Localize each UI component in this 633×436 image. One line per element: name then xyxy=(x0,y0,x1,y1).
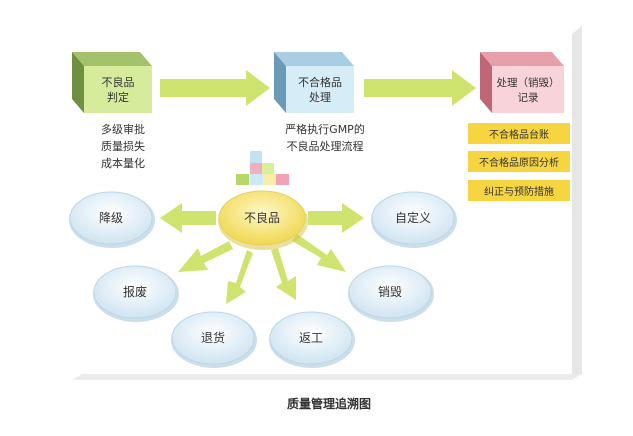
record-label-bg-3 xyxy=(468,180,570,201)
note-process-1: 严格执行GMP的 xyxy=(285,122,365,136)
record-labels: 不合格品台账 不合格品原因分析 纠正与预防措施 xyxy=(468,123,570,201)
node-custom-label: 自定义 xyxy=(395,210,431,225)
note-judge-1: 多级审批 xyxy=(101,122,145,136)
arrow-to-custom xyxy=(308,203,364,233)
record-label-2: 不合格品原因分析 xyxy=(479,156,559,169)
note-judge-2: 质量损失 xyxy=(101,139,145,153)
arrow-to-destroy xyxy=(292,234,346,272)
node-return-label: 退货 xyxy=(201,330,225,345)
diagram-caption: 质量管理追溯图 xyxy=(287,396,371,411)
record-label-3: 纠正与预防措施 xyxy=(484,185,554,198)
node-scrap-label: 报废 xyxy=(123,284,147,299)
backdrop-panel xyxy=(72,26,582,380)
arrow-to-downgrade xyxy=(160,203,216,233)
node-return: 退货 xyxy=(171,311,257,368)
note-process-2: 不良品处理流程 xyxy=(287,139,364,153)
box-judge-line1: 不良品 xyxy=(102,75,135,89)
box-process-line1: 不合格品 xyxy=(298,75,342,89)
node-center: 不良品 xyxy=(218,190,308,250)
box-process: 不合格品 处理 xyxy=(274,52,354,113)
notes-judge: 多级审批 质量损失 成本量化 xyxy=(101,122,145,170)
node-destroy-label: 销毁 xyxy=(378,284,402,299)
node-downgrade: 降级 xyxy=(69,191,155,248)
arrow-process-to-record xyxy=(364,70,476,106)
arrow-judge-to-process xyxy=(160,70,270,106)
arrow-to-return xyxy=(226,250,253,304)
note-judge-3: 成本量化 xyxy=(101,156,145,170)
box-judge: 不良品 判定 xyxy=(72,52,152,113)
node-custom: 自定义 xyxy=(371,191,457,248)
arrow-to-rework xyxy=(271,248,296,300)
node-rework-label: 返工 xyxy=(299,331,323,345)
box-judge-line2: 判定 xyxy=(107,90,129,104)
record-label-bg-2 xyxy=(468,151,570,172)
record-label-bg-1 xyxy=(468,123,570,144)
node-downgrade-label: 降级 xyxy=(99,211,123,225)
box-record-line1: 处理（销毁） xyxy=(497,76,560,89)
blocks-icon xyxy=(236,151,289,185)
box-record-line2: 记录 xyxy=(518,92,539,104)
node-destroy: 销毁 xyxy=(348,265,434,322)
notes-process: 严格执行GMP的 不良品处理流程 xyxy=(285,122,365,153)
box-process-line2: 处理 xyxy=(309,91,331,104)
node-scrap: 报废 xyxy=(93,265,179,322)
record-label-1: 不合格品台账 xyxy=(489,128,549,141)
box-record: 处理（销毁） 记录 xyxy=(480,52,564,113)
node-rework: 返工 xyxy=(269,311,355,368)
node-center-label: 不良品 xyxy=(244,210,280,225)
arrow-to-scrap xyxy=(178,241,233,272)
